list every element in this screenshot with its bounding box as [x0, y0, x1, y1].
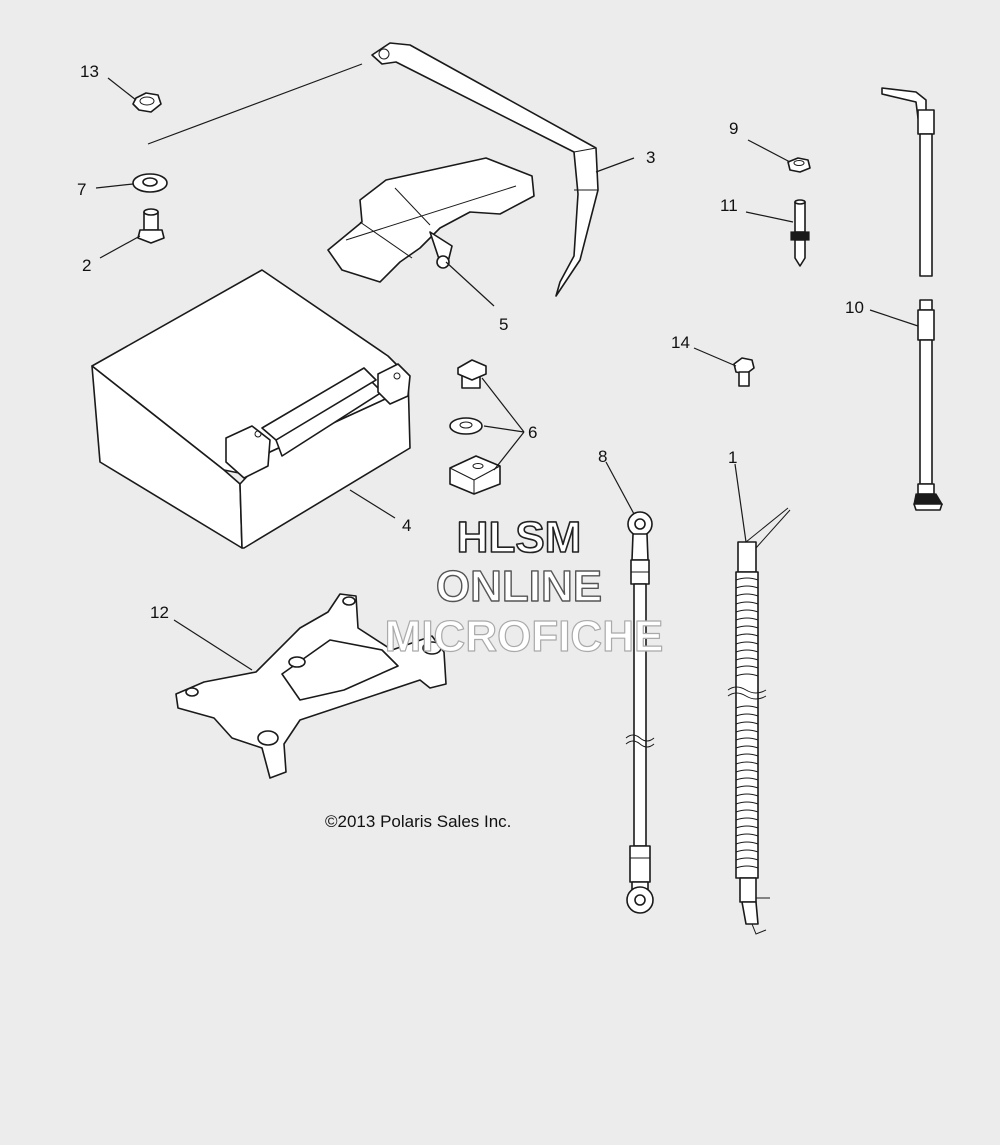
loom-rib [735, 809, 759, 813]
loom-rib [735, 729, 759, 733]
loom-rib [735, 625, 759, 629]
loom-rib [735, 593, 759, 597]
loom-rib [735, 793, 759, 797]
callout-4[interactable]: 4 [402, 516, 411, 535]
loom-rib [735, 833, 759, 837]
loom-rib [735, 841, 759, 845]
part-6-terminal-hardware[interactable] [449, 359, 501, 495]
loom-rib [735, 849, 759, 853]
part-9-nut[interactable] [787, 157, 811, 173]
loom-rib [735, 721, 759, 725]
part-10-vent-tube[interactable] [881, 87, 944, 511]
watermark-line3: MICROFICHE [385, 612, 664, 661]
loom-rib [735, 641, 759, 645]
part-12-battery-tray[interactable] [175, 593, 447, 779]
part-5-terminal-cover[interactable] [327, 157, 535, 283]
callout-5[interactable]: 5 [499, 315, 508, 334]
loom-rib [735, 865, 759, 869]
callout-6[interactable]: 6 [528, 423, 537, 442]
callout-12[interactable]: 12 [150, 603, 169, 622]
leader-lines [95, 63, 919, 671]
part-14-screw[interactable] [733, 357, 755, 387]
copyright-text: ©2013 Polaris Sales Inc. [325, 812, 511, 831]
loom-rib [735, 825, 759, 829]
loom-rib [735, 657, 759, 661]
callout-labels: 13 7 2 3 5 4 6 9 11 10 14 8 1 12 [77, 62, 864, 622]
cable-loom-ribs [735, 577, 759, 869]
watermark: HLSM ONLINE MICROFICHE [384, 512, 664, 661]
callout-8[interactable]: 8 [598, 447, 607, 466]
loom-rib [735, 857, 759, 861]
part-7-washer[interactable] [132, 173, 168, 193]
loom-rib [735, 753, 759, 757]
loom-rib [735, 817, 759, 821]
loom-rib [735, 713, 759, 717]
loom-rib [735, 617, 759, 621]
loom-rib [735, 737, 759, 741]
callout-9[interactable]: 9 [729, 119, 738, 138]
callout-11[interactable]: 11 [720, 196, 738, 215]
loom-rib [735, 577, 759, 581]
callout-1[interactable]: 1 [728, 448, 737, 467]
part-13-nut[interactable] [132, 92, 162, 113]
loom-rib [735, 745, 759, 749]
loom-rib [735, 673, 759, 677]
loom-rib [735, 665, 759, 669]
loom-rib [735, 801, 759, 805]
loom-rib [735, 705, 759, 709]
part-11-stud[interactable] [790, 199, 810, 267]
loom-rib [735, 601, 759, 605]
part-4-battery[interactable] [91, 269, 411, 549]
watermark-line1: HLSM [457, 513, 582, 562]
watermark-line2: ONLINE [436, 562, 602, 611]
callout-14[interactable]: 14 [671, 333, 690, 352]
loom-rib [735, 769, 759, 773]
loom-rib [735, 761, 759, 765]
loom-rib [735, 633, 759, 637]
loom-rib [735, 609, 759, 613]
callout-2[interactable]: 2 [82, 256, 91, 275]
part-8-ground-cable[interactable] [625, 511, 655, 914]
callout-7[interactable]: 7 [77, 180, 86, 199]
loom-rib [735, 785, 759, 789]
loom-rib [735, 649, 759, 653]
part-2-bolt[interactable] [137, 208, 165, 244]
part-1-battery-cable[interactable] [727, 507, 791, 935]
loom-rib [735, 585, 759, 589]
loom-rib [735, 777, 759, 781]
callout-10[interactable]: 10 [845, 298, 864, 317]
part-3-hold-down-strap[interactable] [371, 42, 599, 297]
callout-3[interactable]: 3 [646, 148, 655, 167]
callout-13[interactable]: 13 [80, 62, 99, 81]
